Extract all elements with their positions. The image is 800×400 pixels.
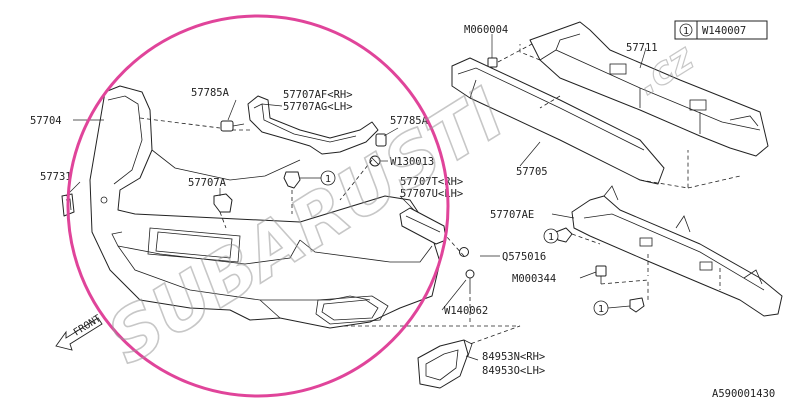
bolt-57785a-upper xyxy=(220,120,245,132)
note-callout-1-low: 1 xyxy=(593,300,631,316)
note-box-number: 1 xyxy=(683,26,689,37)
bolt-m060004 xyxy=(487,57,498,74)
note-callout-1-center: 1 xyxy=(300,170,336,186)
watermark-circle xyxy=(66,14,450,398)
label-m060004: M060004 xyxy=(464,24,508,36)
label-57731: 57731 xyxy=(40,171,72,183)
bolt-m000344 xyxy=(595,265,607,284)
label-57707ae: 57707AE xyxy=(490,209,534,221)
label-57707af: 57707AF<RH> xyxy=(283,89,353,101)
label-57707a: 57707A xyxy=(188,177,227,189)
fog-cover xyxy=(417,339,473,389)
front-arrow: FRONT xyxy=(55,313,103,351)
note-box: 1 W140007 xyxy=(674,20,768,40)
label-57704: 57704 xyxy=(30,115,62,127)
label-m000344: M000344 xyxy=(512,273,556,285)
label-57785a-upper: 57785A xyxy=(191,87,230,99)
label-w140062: W140062 xyxy=(444,305,488,317)
label-84953o: 84953O<LH> xyxy=(482,365,545,377)
label-84953n: 84953N<RH> xyxy=(482,351,545,363)
diagram-code: A590001430 xyxy=(712,388,775,400)
label-57711: 57711 xyxy=(626,42,658,54)
label-w130013: W130013 xyxy=(390,156,434,168)
reinforcement-57711 xyxy=(529,21,769,157)
absorber-57705 xyxy=(451,57,665,185)
assembly-lines xyxy=(139,43,741,345)
label-57707ag: 57707AG<LH> xyxy=(283,101,353,113)
note-number: 1 xyxy=(325,174,331,185)
lower-beam-57707ae xyxy=(571,185,783,317)
bolt-w140062 xyxy=(465,269,475,290)
clip-note-1 xyxy=(283,171,301,189)
note-callout-1-mid: 1 xyxy=(543,228,559,244)
label-57705: 57705 xyxy=(516,166,548,178)
clip-q575016 xyxy=(459,247,469,257)
note-box-code: W140007 xyxy=(702,25,746,37)
bolt-57785a-lower xyxy=(375,133,387,147)
upper-bracket xyxy=(247,95,379,155)
note-number: 1 xyxy=(598,304,604,315)
part-57707a xyxy=(213,193,233,213)
label-q575016: Q575016 xyxy=(502,251,546,263)
label-57785a-lower: 57785A xyxy=(390,115,429,127)
note-number: 1 xyxy=(548,232,554,243)
clip-note-1-right xyxy=(555,227,573,243)
clip-note-1-lower xyxy=(629,297,645,313)
